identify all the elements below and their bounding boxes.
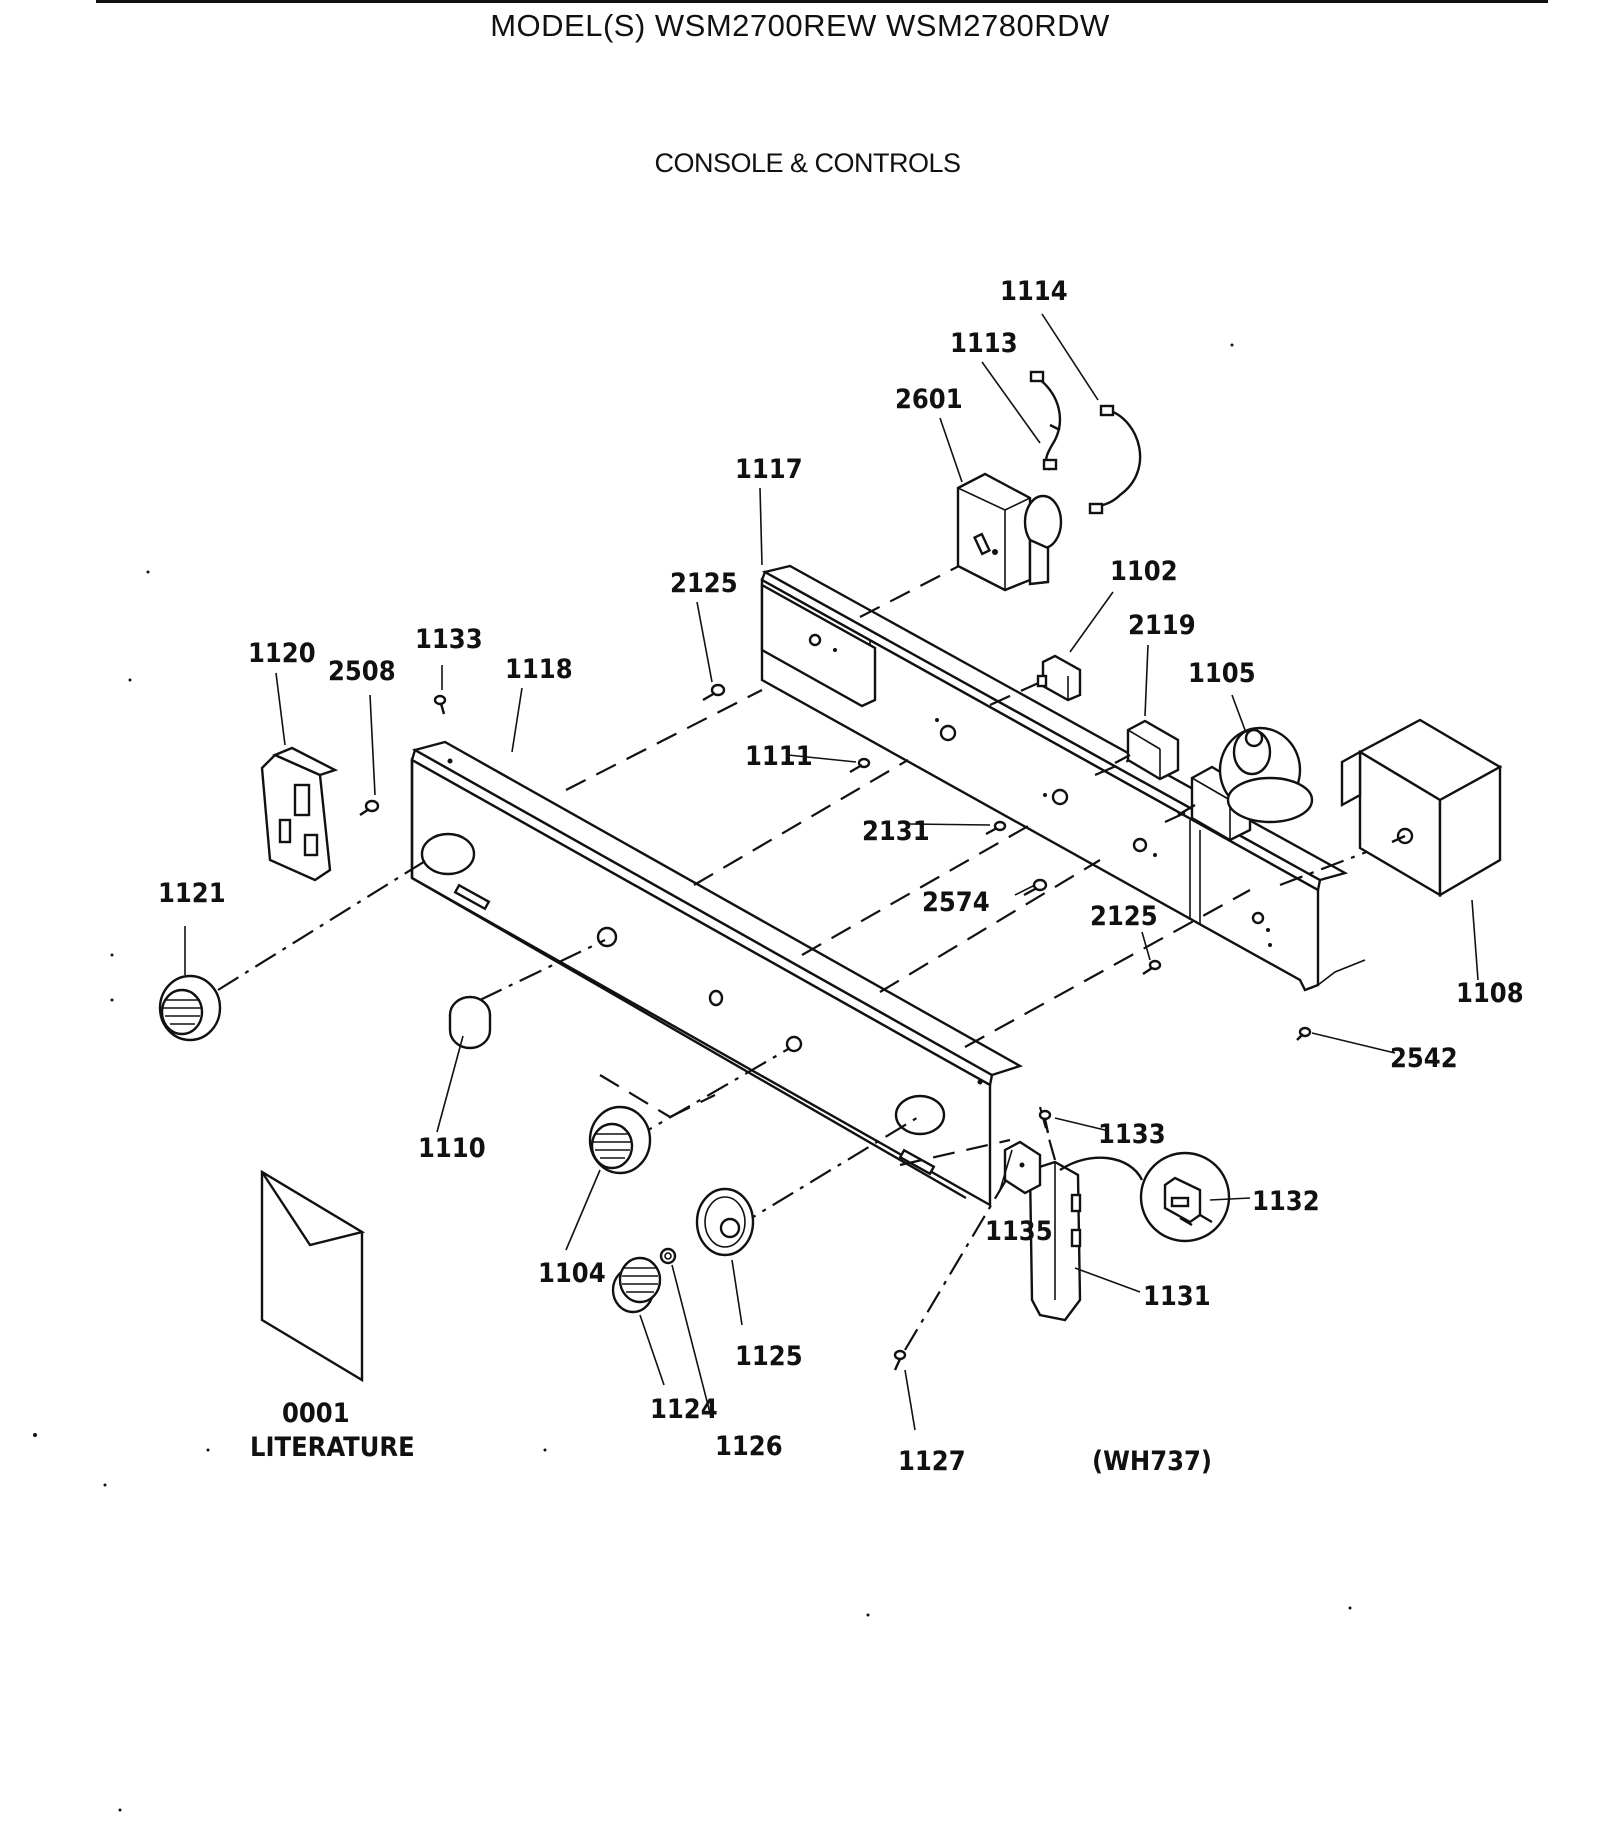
screw [1296, 1026, 1312, 1041]
model-title: MODEL(S) WSM2700REW WSM2780RDW [490, 8, 1110, 43]
part-label-1133b: 1133 [1098, 1119, 1166, 1150]
assembly-lines [217, 549, 1399, 1351]
cover [1028, 1160, 1082, 1322]
part-label-2542: 2542 [1390, 1043, 1458, 1074]
part-label-1135: 1135 [985, 1216, 1053, 1247]
part-label-1133: 1133 [415, 624, 483, 655]
knob [158, 974, 222, 1042]
screw [1142, 959, 1162, 975]
box-component [1340, 718, 1503, 898]
part-label-1110: 1110 [418, 1133, 486, 1164]
part-label-2125b: 2125 [1090, 901, 1158, 932]
screw [1038, 1109, 1052, 1134]
valve [1177, 726, 1314, 842]
panel-hole-right [894, 1094, 946, 1136]
part-label-1102: 1102 [1110, 556, 1178, 587]
bracket [1003, 1140, 1042, 1195]
screw [985, 820, 1007, 836]
part-label-1105: 1105 [1188, 658, 1256, 689]
panel-hole [596, 926, 618, 948]
screw [849, 757, 871, 774]
screws [359, 683, 1312, 1371]
scan-specks [33, 343, 1352, 1812]
part-label-1111: 1111 [745, 741, 813, 772]
top-rule [96, 0, 1548, 3]
part-label-2125: 2125 [670, 568, 738, 599]
side-bracket [260, 746, 339, 882]
timer [956, 472, 1063, 592]
literature-booklet [260, 1169, 366, 1383]
switch [1036, 654, 1082, 702]
part-label-2119: 2119 [1128, 610, 1196, 641]
part-label-1121: 1121 [158, 878, 226, 909]
reference-code: (WH737) [1092, 1446, 1212, 1477]
screw [702, 683, 726, 702]
part-label-1131: 1131 [1143, 1281, 1211, 1312]
pushbutton [448, 995, 492, 1050]
part-label-1126: 1126 [715, 1431, 783, 1462]
knob [588, 1105, 652, 1175]
part-label-1132: 1132 [1252, 1186, 1320, 1217]
screw [433, 694, 447, 715]
part-label-2601: 2601 [895, 384, 963, 415]
knob [611, 1256, 662, 1314]
part-label-1118: 1118 [505, 654, 573, 685]
detail-circle [1059, 1151, 1231, 1243]
literature-label: LITERATURE [250, 1432, 415, 1463]
section-title: CONSOLE & CONTROLS [654, 148, 961, 178]
switch [1114, 719, 1180, 781]
part-label-2131: 2131 [862, 816, 930, 847]
part-number-labels: 1114 1113 2601 1117 2125 1102 2119 1105 … [158, 276, 1524, 1477]
part-label-1125: 1125 [735, 1341, 803, 1372]
part-label-1117: 1117 [735, 454, 803, 485]
wire-harness [1029, 370, 1142, 515]
leader-lines [184, 313, 1479, 1431]
part-label-1104: 1104 [538, 1258, 606, 1289]
part-label-1120: 1120 [248, 638, 316, 669]
screw [893, 1349, 907, 1371]
panel-hole [785, 1035, 803, 1053]
part-label-1113: 1113 [950, 328, 1018, 359]
clip [659, 1247, 677, 1265]
part-label-2508: 2508 [328, 656, 396, 687]
screw [359, 799, 380, 816]
dial [695, 1187, 755, 1257]
panel-slot [453, 883, 491, 911]
part-label-2574: 2574 [922, 887, 990, 918]
part-label-1124: 1124 [650, 1394, 718, 1425]
part-label-1114: 1114 [1000, 276, 1068, 307]
part-label-1108: 1108 [1456, 978, 1524, 1009]
screw [1023, 878, 1048, 897]
literature-part-number: 0001 [282, 1398, 350, 1429]
part-label-1127: 1127 [898, 1446, 966, 1477]
panel-hole [708, 989, 724, 1007]
console-panel [410, 740, 1023, 1208]
panel-hole-left [420, 832, 476, 876]
